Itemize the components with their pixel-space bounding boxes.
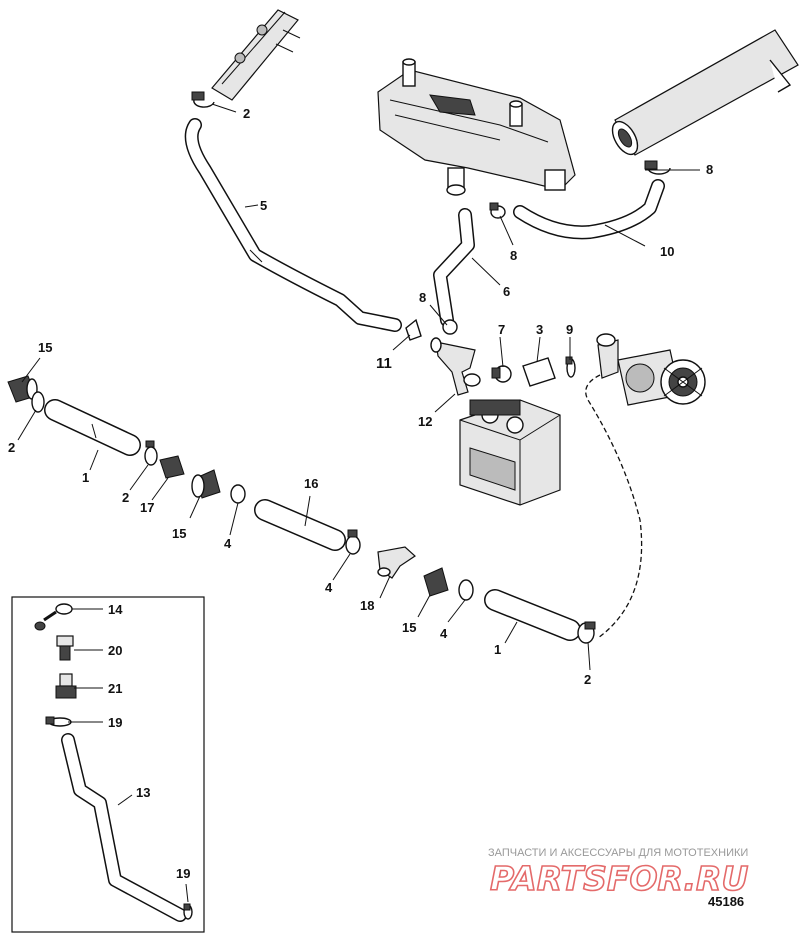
watermark-brand: PARTSFOR.RU [490,859,748,898]
callout-label: 12 [418,414,432,429]
callout-label: 15 [172,526,186,541]
callout-label: 2 [8,440,15,455]
hose-1 [44,399,141,456]
callout-label: 8 [419,290,426,305]
hose-10 [513,179,665,240]
leader-lines [17,103,700,903]
clamp-icon [489,202,506,219]
callout-label: 15 [402,620,416,635]
clamp-icon [644,160,671,175]
exhaust-manifold [377,58,576,196]
callout-label: 10 [660,244,674,259]
clamp-icon [345,529,361,555]
callout-label: 5 [260,198,267,213]
sleeve-3 [522,357,556,387]
hose-1 [484,589,581,641]
fitting-20 [56,635,74,661]
hose-16 [254,499,346,551]
clamp-icon [144,440,158,466]
fitting-21 [55,673,77,699]
clamp-icon [458,579,474,601]
callout-label: 8 [706,162,713,177]
cap-14 [34,603,73,631]
callout-labels: 2 5 8 8 10 6 8 11 7 3 9 12 15 2 1 2 17 1… [8,106,713,881]
callout-label: 13 [136,785,150,800]
callout-label: 16 [304,476,318,491]
upper-cooling-pipe [211,9,301,101]
clamp-icon [230,484,246,504]
clamp-icon [577,621,596,644]
callout-label: 2 [584,672,591,687]
callout-label: 4 [325,580,333,595]
hose-5 [184,118,402,332]
clamp-icon [491,365,512,383]
clamp-icon [45,716,72,727]
inset-box [11,596,205,933]
callout-label: 15 [38,340,52,355]
clamp-icon [191,91,215,108]
fitting-15 [423,567,449,597]
fitting-17 [159,455,185,479]
callout-label: 19 [108,715,122,730]
callout-label: 21 [108,681,122,696]
fitting-12 [430,337,481,396]
callout-label: 14 [108,602,123,617]
figure-number: 45186 [708,894,744,909]
callout-label: 18 [360,598,374,613]
callout-label: 20 [108,643,122,658]
hose-6 [433,208,475,327]
watermark-tagline: ЗАПЧАСТИ И АКСЕССУАРЫ ДЛЯ МОТОТЕХНИКИ [488,847,748,859]
o-ring-icon [442,319,458,335]
hose-13 [61,733,187,922]
callout-label: 4 [224,536,232,551]
callout-label: 7 [498,322,505,337]
callout-label: 3 [536,322,543,337]
routing-dashed-line [585,374,643,639]
water-pump [596,333,706,406]
cooler-module [459,399,561,506]
fitting-18 [377,546,416,579]
callout-label: 9 [566,322,573,337]
exhaust-elbow-pipe [611,29,799,156]
clamp-icon [31,391,45,413]
callout-label: 17 [140,500,154,515]
fitting-15 [191,469,221,499]
clip-9 [565,356,576,378]
callout-label: 2 [122,490,129,505]
clamp-icon [183,903,193,920]
callout-label: 1 [82,470,89,485]
callout-label: 11 [376,355,392,372]
callout-label: 2 [243,106,250,121]
callout-label: 1 [494,642,501,657]
callout-label: 8 [510,248,517,263]
callout-label: 4 [440,626,448,641]
callout-label: 6 [503,284,510,299]
callout-label: 19 [176,866,190,881]
